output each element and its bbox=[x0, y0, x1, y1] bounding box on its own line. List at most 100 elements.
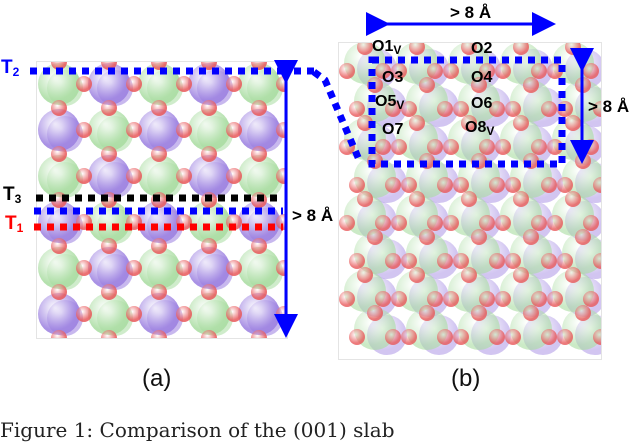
atom-sphere bbox=[593, 329, 601, 345]
atom-sphere bbox=[339, 63, 355, 79]
atom-sphere bbox=[88, 293, 130, 335]
atom-sphere bbox=[126, 260, 142, 276]
atom-sphere bbox=[367, 229, 383, 245]
atom-sphere bbox=[126, 168, 142, 184]
atom-sphere bbox=[513, 267, 529, 283]
atom-sphere bbox=[126, 76, 142, 92]
atom-sphere bbox=[201, 284, 217, 300]
atom-sphere bbox=[443, 63, 459, 79]
atom-sphere bbox=[188, 109, 230, 151]
atom-sphere bbox=[238, 293, 280, 335]
atom-sphere bbox=[479, 63, 495, 79]
caption-a: (a) bbox=[142, 365, 172, 392]
atom-sphere bbox=[126, 306, 142, 322]
atom-sphere bbox=[349, 253, 365, 269]
atom-sphere bbox=[357, 43, 373, 55]
atom-sphere bbox=[489, 329, 505, 345]
atom-sphere bbox=[541, 253, 557, 269]
atom-sphere bbox=[357, 267, 373, 283]
atom-sphere bbox=[375, 63, 391, 79]
atom-sphere bbox=[226, 76, 242, 92]
atom-sphere bbox=[495, 63, 511, 79]
label-t2: T2 bbox=[1, 57, 20, 79]
atom-sphere bbox=[505, 177, 521, 193]
atom-sphere bbox=[349, 101, 365, 117]
atom-sphere bbox=[419, 305, 435, 321]
atom-sphere bbox=[409, 43, 425, 55]
atom-sphere bbox=[513, 191, 529, 207]
atom-sphere bbox=[453, 101, 469, 117]
atom-sphere bbox=[201, 238, 217, 254]
atom-sphere bbox=[471, 77, 487, 93]
atom-sphere bbox=[251, 238, 267, 254]
atom-sphere bbox=[437, 329, 453, 345]
atom-sphere bbox=[151, 100, 167, 116]
figure-caption: Figure 1: Comparison of the (001) slab bbox=[0, 418, 395, 442]
atom-sphere bbox=[495, 291, 511, 307]
atom-sphere bbox=[88, 201, 130, 243]
atom-sphere bbox=[489, 177, 505, 193]
atom-sphere bbox=[88, 247, 130, 289]
panel-a-slab-side-view bbox=[36, 61, 288, 339]
atom-sphere bbox=[531, 63, 547, 79]
atom-sphere bbox=[251, 100, 267, 116]
atom-sphere bbox=[505, 329, 521, 345]
atom-sphere bbox=[427, 291, 443, 307]
atom-sphere bbox=[138, 155, 180, 197]
atom-sphere bbox=[531, 139, 547, 155]
atom-sphere bbox=[251, 146, 267, 162]
atom-sphere bbox=[575, 305, 591, 321]
atom-sphere bbox=[523, 229, 539, 245]
atom-sphere bbox=[176, 168, 192, 184]
atom-sphere bbox=[557, 329, 573, 345]
label-t1: T1 bbox=[5, 213, 24, 235]
atom-sphere bbox=[453, 329, 469, 345]
atom-sphere bbox=[479, 215, 495, 231]
atom-sphere bbox=[101, 238, 117, 254]
surface-cell-box bbox=[368, 56, 566, 168]
atom-sphere bbox=[238, 155, 280, 197]
atom-sphere bbox=[176, 306, 192, 322]
atom-sphere bbox=[367, 305, 383, 321]
atom-sphere bbox=[188, 293, 230, 335]
atom-sphere bbox=[409, 191, 425, 207]
atom-sphere bbox=[38, 247, 80, 289]
atom-sphere bbox=[101, 62, 117, 70]
atom-sphere bbox=[385, 253, 401, 269]
atom-sphere bbox=[385, 329, 401, 345]
site-o3: O3 bbox=[382, 69, 404, 86]
atom-sphere bbox=[375, 139, 391, 155]
atom-sphere bbox=[541, 177, 557, 193]
atom-sphere bbox=[471, 305, 487, 321]
site-o2: O2 bbox=[471, 40, 493, 57]
atom-sphere bbox=[443, 215, 459, 231]
atom-sphere bbox=[226, 306, 242, 322]
atom-sphere bbox=[88, 155, 130, 197]
atom-sphere bbox=[419, 229, 435, 245]
atom-sphere bbox=[375, 291, 391, 307]
atom-sphere bbox=[385, 177, 401, 193]
atom-sphere bbox=[479, 291, 495, 307]
site-o4: O4 bbox=[471, 69, 493, 86]
atom-sphere bbox=[505, 101, 521, 117]
atom-sphere bbox=[38, 109, 80, 151]
atom-sphere bbox=[349, 177, 365, 193]
atom-sphere bbox=[391, 139, 407, 155]
atom-sphere bbox=[401, 177, 417, 193]
atom-sphere bbox=[401, 101, 417, 117]
atom-sphere bbox=[151, 284, 167, 300]
atom-sphere bbox=[375, 215, 391, 231]
atom-sphere bbox=[541, 101, 557, 117]
atom-sphere bbox=[583, 215, 599, 231]
atom-sphere bbox=[188, 63, 230, 105]
label-height-b: > 8 Å bbox=[588, 97, 630, 116]
atom-sphere bbox=[443, 291, 459, 307]
atom-sphere bbox=[557, 253, 573, 269]
atom-sphere bbox=[151, 238, 167, 254]
atom-sphere bbox=[51, 146, 67, 162]
atom-sphere bbox=[583, 291, 599, 307]
atom-sphere bbox=[226, 168, 242, 184]
atom-sphere bbox=[461, 43, 477, 55]
atom-sphere bbox=[339, 291, 355, 307]
